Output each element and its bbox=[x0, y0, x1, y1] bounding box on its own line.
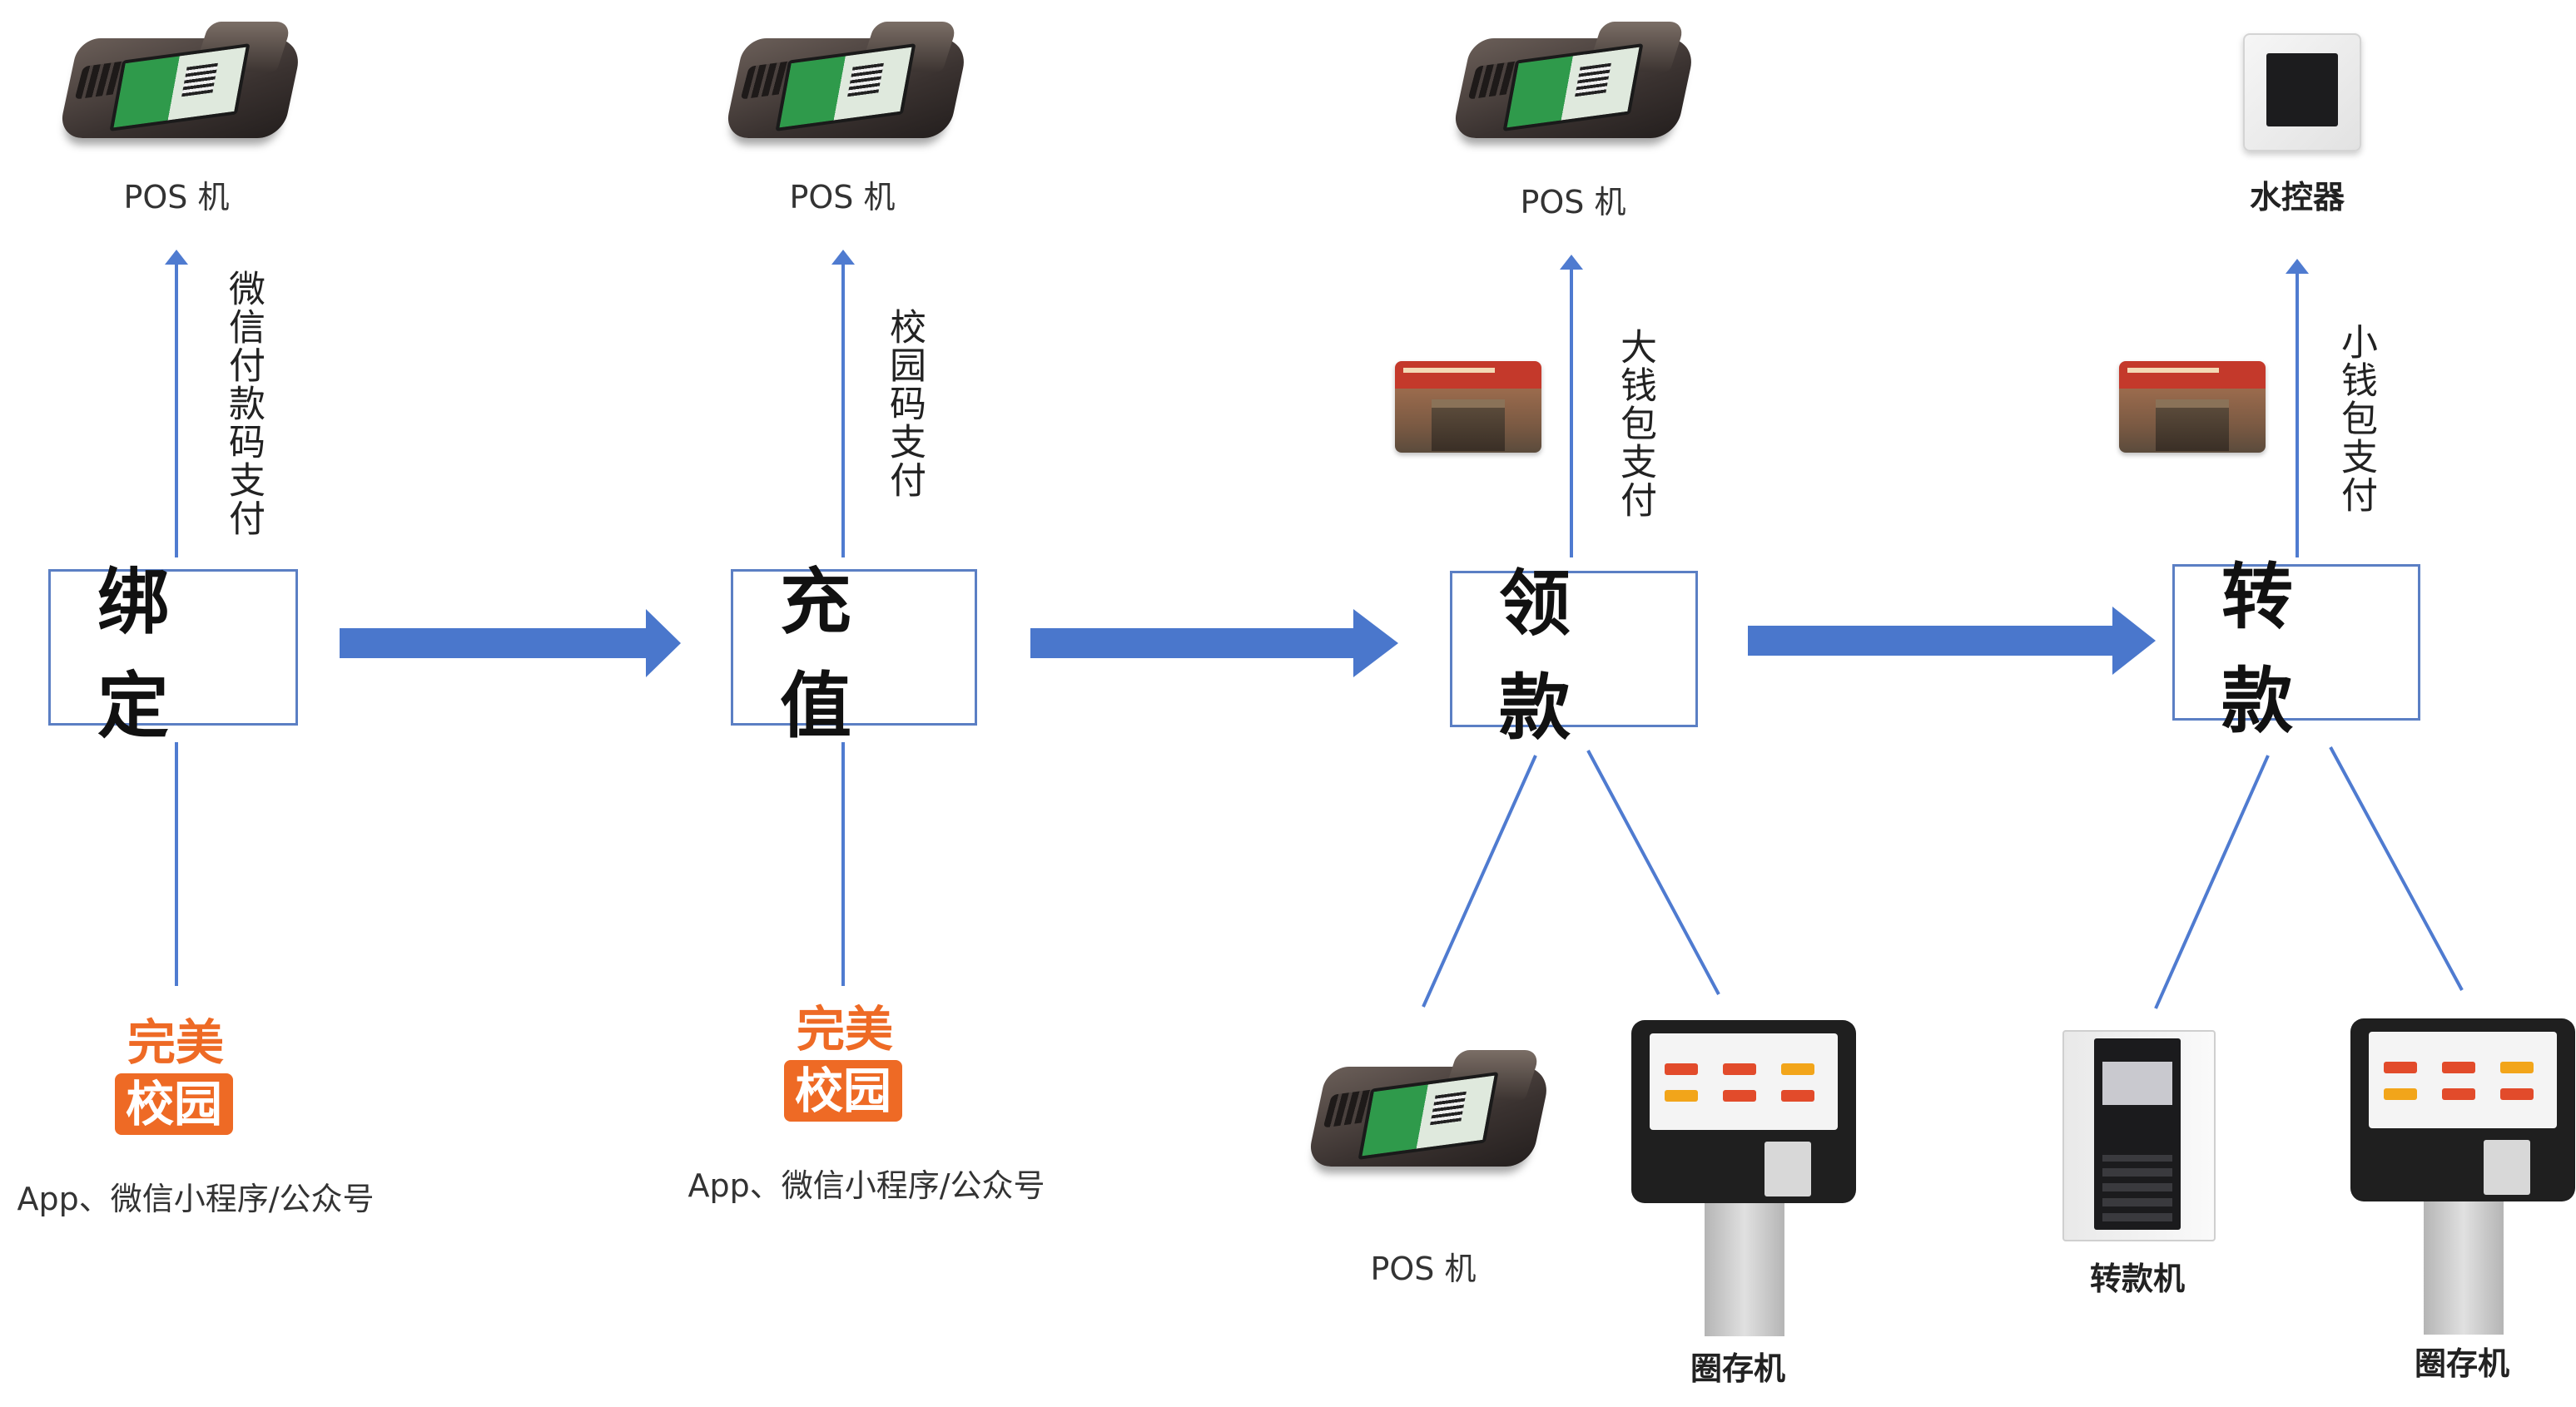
line-collect-pos bbox=[1422, 755, 1537, 1008]
pos-terminal-icon bbox=[1451, 5, 1697, 163]
campus-card-icon bbox=[2119, 361, 2266, 453]
caption-bind: App、微信小程序/公众号 bbox=[17, 1181, 375, 1217]
flow-arrow-2 bbox=[1030, 609, 1398, 677]
kiosk-machine-icon bbox=[1631, 1020, 1856, 1336]
bottom-label-transfer-a: 转款机 bbox=[2089, 1261, 2185, 1297]
flow-arrow-1 bbox=[340, 609, 681, 677]
flow-arrow-3 bbox=[1748, 607, 2156, 675]
campus-card-icon bbox=[1395, 361, 1541, 453]
kiosk-machine-icon bbox=[2350, 1018, 2575, 1335]
method-bind: 微信付款码支付 bbox=[222, 270, 265, 538]
bottom-label-collect-b: 圈存机 bbox=[1690, 1350, 1785, 1387]
method-recharge: 校园码支付 bbox=[883, 308, 926, 499]
app-logo-icon: 完美 校园 bbox=[782, 1002, 907, 1127]
bottom-label-transfer-b: 圈存机 bbox=[2414, 1345, 2509, 1382]
line-transfer-machine bbox=[2154, 755, 2270, 1009]
stage-bind: 绑 定 bbox=[48, 561, 298, 748]
caption-recharge: App、微信小程序/公众号 bbox=[687, 1167, 1045, 1204]
line-collect-kiosk bbox=[1586, 750, 1720, 995]
device-label-collect: POS 机 bbox=[1520, 184, 1626, 220]
pos-terminal-icon bbox=[1306, 1033, 1552, 1191]
device-label-bind: POS 机 bbox=[123, 179, 230, 216]
stage-recharge: 充 值 bbox=[731, 561, 977, 748]
line-transfer-kiosk bbox=[2329, 746, 2464, 991]
device-label-transfer: 水控器 bbox=[2249, 179, 2345, 216]
app-logo-icon: 完美 校园 bbox=[113, 1015, 238, 1140]
water-controller-icon bbox=[2243, 33, 2361, 151]
method-collect: 大钱包支付 bbox=[1614, 328, 1656, 519]
device-label-recharge: POS 机 bbox=[789, 179, 896, 216]
transfer-machine-icon bbox=[2062, 1030, 2216, 1241]
method-transfer: 小钱包支付 bbox=[2335, 323, 2377, 514]
stage-collect: 领 款 bbox=[1450, 562, 1698, 750]
bottom-label-collect-a: POS 机 bbox=[1370, 1251, 1477, 1287]
pos-terminal-icon bbox=[57, 5, 304, 163]
stage-transfer: 转 款 bbox=[2172, 556, 2420, 743]
pos-terminal-icon bbox=[723, 5, 970, 163]
